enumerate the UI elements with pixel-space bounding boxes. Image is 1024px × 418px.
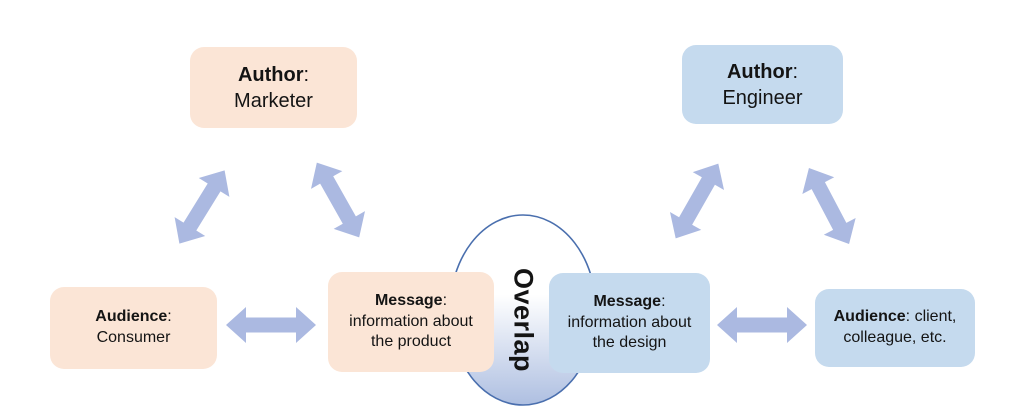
message-product-box: Message: information about the product <box>328 272 494 372</box>
audience-consumer-label: Audience: <box>95 308 172 326</box>
audience-consumer-value: Consumer <box>96 329 171 346</box>
arrow-marketer-audience-message <box>226 307 316 343</box>
arrow-engineer-message-audience <box>717 307 807 343</box>
message-design-label: Message: <box>593 292 666 310</box>
audience-consumer-box: Audience: Consumer <box>50 287 217 369</box>
audience-client-value: client, colleague, etc. <box>843 308 957 346</box>
audience-client-text: Audience:client, colleague, etc. <box>833 308 957 346</box>
arrow-marketer-author-audience <box>164 160 240 254</box>
arrow-engineer-author-message <box>660 154 734 248</box>
audience-client-label: Audience <box>833 308 906 326</box>
message-design-box: Message: information about the design <box>549 273 710 373</box>
arrow-engineer-author-audience <box>793 159 865 253</box>
author-marketer-label: Author: <box>237 63 310 86</box>
author-engineer-box: Author: Engineer <box>682 45 843 124</box>
author-marketer-value: Marketer <box>234 89 313 112</box>
author-engineer-label: Author: <box>726 60 799 83</box>
audience-client-box: Audience:client, colleague, etc. <box>815 289 975 367</box>
message-design-value: information about the design <box>567 313 692 352</box>
author-engineer-value: Engineer <box>722 86 803 109</box>
overlap-label: Overlap <box>508 267 539 373</box>
arrow-marketer-author-message <box>301 153 375 247</box>
message-product-value: information about the product <box>349 312 473 351</box>
message-product-label: Message: <box>374 291 448 309</box>
author-marketer-box: Author: Marketer <box>190 47 357 128</box>
